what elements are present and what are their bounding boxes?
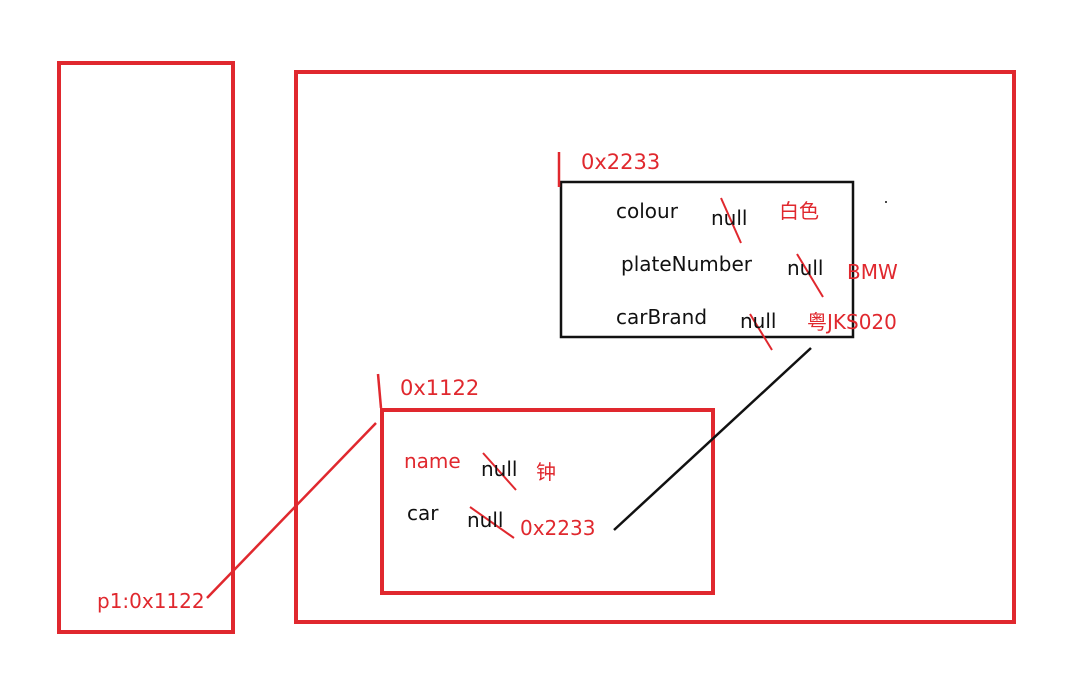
- stack-frame: [57, 61, 235, 634]
- field-car-new-value: 0x2233: [520, 516, 596, 540]
- field-carbrand-old-value: null: [740, 309, 777, 333]
- field-colour-new-value: 白色: [779, 199, 819, 223]
- car-object-box: [559, 180, 855, 339]
- strike-car-null: [469, 506, 515, 539]
- field-carbrand-label: carBrand: [616, 305, 708, 329]
- field-colour-label: colour: [616, 199, 678, 223]
- car-reference-line: [613, 347, 812, 531]
- field-platenumber-label: plateNumber: [621, 252, 752, 276]
- field-car-label: car: [407, 501, 439, 525]
- car-object-address: 0x2233: [581, 150, 661, 174]
- strike-plate-null: [796, 253, 824, 298]
- strike-colour-null: [720, 197, 742, 244]
- heap-area: [294, 70, 1016, 624]
- field-name-label: name: [404, 449, 461, 473]
- field-name-new-value: 钟: [536, 460, 556, 484]
- field-platenumber-new-value: BMW: [847, 260, 898, 284]
- strike-brand-null: [749, 313, 773, 351]
- person-object-address: 0x1122: [400, 376, 480, 400]
- field-colour-old-value: null: [711, 206, 748, 230]
- field-carbrand-new-value: 粤JKS020: [807, 310, 897, 334]
- p1-reference-arrow: [206, 422, 377, 599]
- field-car-old-value: null: [467, 508, 504, 532]
- strike-name-null: [482, 452, 517, 491]
- p1-reference-label: p1:0x1122: [97, 589, 205, 613]
- person-address-tick: [376, 373, 383, 409]
- person-object-box: [380, 408, 715, 595]
- stray-dot: [885, 201, 887, 203]
- field-name-old-value: null: [481, 457, 518, 481]
- field-platenumber-old-value: null: [787, 256, 824, 280]
